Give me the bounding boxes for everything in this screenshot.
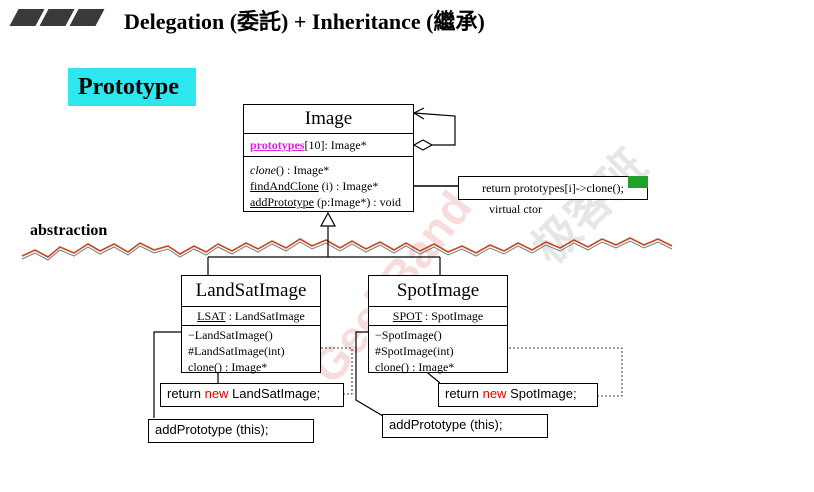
find-and-clone-note: return prototypes[i]->clone(); bbox=[458, 176, 648, 200]
return-keyword: return bbox=[445, 386, 479, 401]
landsat-add-prototype-call: addPrototype (this); bbox=[155, 422, 269, 437]
landsat-type: LandSatImage; bbox=[232, 386, 321, 401]
spot-attribute: SPOT bbox=[392, 309, 422, 323]
landsat-class-name: LandSatImage bbox=[195, 280, 307, 301]
lsat-attribute: LSAT bbox=[197, 309, 226, 323]
aggregation-diamond-icon bbox=[412, 139, 434, 151]
landsat-class-operations: −LandSatImage() #LandSatImage(int) clone… bbox=[182, 325, 320, 376]
abstraction-boundary-line bbox=[21, 237, 673, 258]
spot-protected-ctor: #SpotImage(int) bbox=[375, 344, 454, 358]
spot-type: SpotImage; bbox=[510, 386, 577, 401]
add-prototype-signature: (p:Image*) : void bbox=[314, 195, 401, 209]
abstraction-label: abstraction bbox=[30, 222, 108, 239]
note-corner-icon bbox=[628, 176, 648, 188]
image-class-box: Image prototypes[10]: Image* clone() : I… bbox=[243, 104, 414, 212]
spot-class-name: SpotImage bbox=[396, 280, 480, 301]
spot-clone-operation: clone() : Image* bbox=[375, 360, 455, 374]
new-keyword: new bbox=[204, 386, 229, 401]
clone-operation-signature: () : Image* bbox=[276, 163, 330, 177]
landsat-class-attributes: LSAT : LandSatImage bbox=[182, 306, 320, 325]
spot-add-prototype-call: addPrototype (this); bbox=[389, 417, 503, 432]
new-keyword: new bbox=[482, 386, 507, 401]
virtual-ctor-caption: virtual ctor bbox=[489, 202, 542, 216]
spot-private-ctor: −SpotImage() bbox=[375, 328, 442, 342]
landsat-protected-ctor: #LandSatImage(int) bbox=[188, 344, 285, 358]
image-class-operations: clone() : Image* findAndClone (i) : Imag… bbox=[244, 156, 413, 211]
page-title: Delegation (委託) + Inheritance (繼承) bbox=[124, 9, 485, 34]
self-association-line bbox=[413, 112, 456, 146]
landsat-add-prototype-code: addPrototype (this); bbox=[148, 419, 314, 443]
lsat-attribute-type: : LandSatImage bbox=[225, 309, 305, 323]
prototypes-attribute-type: [10]: Image* bbox=[304, 138, 367, 152]
clone-operation: clone bbox=[250, 163, 276, 177]
spot-class-operations: −SpotImage() #SpotImage(int) clone() : I… bbox=[369, 325, 507, 376]
pattern-name-badge: Prototype bbox=[68, 68, 196, 106]
add-prototype-operation: addPrototype bbox=[250, 195, 314, 209]
inheritance-triangle-icon bbox=[319, 211, 337, 227]
return-keyword: return bbox=[167, 386, 201, 401]
find-and-clone-operation: findAndClone bbox=[250, 179, 319, 193]
spot-class-box: SpotImage SPOT : SpotImage −SpotImage() … bbox=[368, 275, 508, 376]
spot-attribute-type: : SpotImage bbox=[421, 309, 484, 323]
landsat-private-ctor: −LandSatImage() bbox=[188, 328, 273, 342]
find-and-clone-signature: (i) : Image* bbox=[318, 179, 379, 193]
spot-clone-code: return new SpotImage; bbox=[438, 383, 598, 407]
landsat-clone-code: return new LandSatImage; bbox=[160, 383, 344, 407]
prototypes-attribute: prototypes bbox=[250, 138, 305, 152]
landsat-class-box: LandSatImage LSAT : LandSatImage −LandSa… bbox=[181, 275, 321, 376]
note-text: return prototypes[i]->clone(); bbox=[482, 181, 624, 195]
spot-add-prototype-code: addPrototype (this); bbox=[382, 414, 548, 438]
image-class-name: Image bbox=[304, 108, 353, 129]
spot-class-attributes: SPOT : SpotImage bbox=[369, 306, 507, 325]
image-class-attributes: prototypes[10]: Image* bbox=[244, 133, 413, 156]
association-arrow-icon bbox=[412, 107, 425, 120]
landsat-clone-operation: clone() : Image* bbox=[188, 360, 268, 374]
